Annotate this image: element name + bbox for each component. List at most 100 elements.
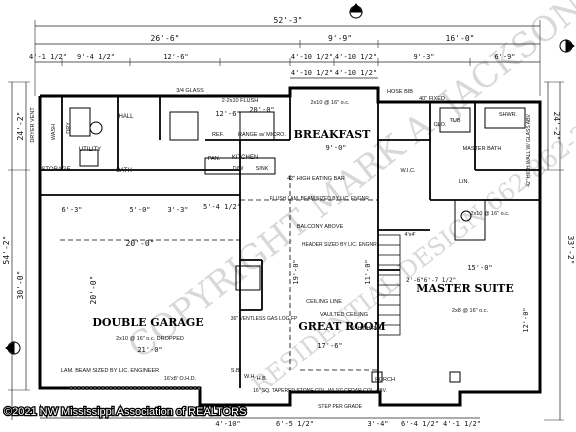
dim-interior: 15'-0" [467, 264, 492, 272]
dim-interior: 11'-0" [364, 259, 372, 284]
room-shower: SHWR. [499, 112, 518, 118]
dim-top-row3: 12'-6" [163, 53, 188, 61]
room-pan: PAN. [208, 156, 221, 162]
dimension-lines [8, 20, 564, 421]
room-ref: REF. [212, 132, 224, 138]
room-utility: UTILITY [79, 147, 101, 153]
room-wash: WASH [51, 124, 57, 140]
room-porch: PORCH [375, 377, 395, 383]
note: STEP PER GRADE [318, 404, 362, 410]
dim-right-overall: 33'-2" [566, 236, 575, 265]
dim-top-row4: 4'-10 1/2" [335, 69, 377, 77]
note: H.B. [257, 376, 268, 382]
room-range: RANGE w/ MICRO. [238, 132, 286, 138]
note: 3/4 GLASS [176, 88, 204, 94]
note: FLUSH LAM. BEAM SIZED BY LIC. ENGNR. [270, 196, 371, 202]
room-storage: STORAGE [41, 167, 70, 173]
dim-top-row3: 4'-10 1/2" [291, 53, 333, 61]
note: S.B. [231, 368, 242, 374]
note: VAULTED CEILING [320, 312, 368, 318]
room-dw: D/W [233, 166, 245, 172]
room-great-room: GREAT ROOM [298, 320, 385, 333]
note: 2x10 @ 16" o.c. [310, 100, 350, 106]
dim-top-row3: 4'-1 1/2" [29, 53, 67, 61]
room-dry: DRY [66, 122, 72, 134]
note: 42" HIGH EATING BAR [287, 176, 345, 182]
dim-interior: 17'-6" [317, 342, 342, 350]
room-great-room-label: GREAT ROOM [298, 320, 385, 333]
room-tub: TUB [450, 118, 461, 124]
dim-left-overall: 54'-2" [2, 236, 11, 265]
dim-interior: 12'-6" [215, 110, 240, 118]
section-marker-right [559, 39, 575, 53]
dim-bottom: 6'-4 1/2" [401, 420, 439, 428]
top-dimensions: 52'-3" 26'-6" 9'-9" 16'-0" 4'-1 1/2" 9'-… [29, 16, 516, 77]
dim-bottom: 6'-5 1/2" [276, 420, 314, 428]
dim-interior: 20'-0" [126, 239, 155, 248]
dim-bottom: 3'-4" [367, 420, 388, 428]
dim-interior: 9'-0" [325, 144, 346, 152]
room-labels: BREAKFAST DOUBLE GARAGE GREAT ROOM MASTE… [30, 107, 518, 383]
note: 36" HIGH RAIL [349, 326, 383, 332]
dim-top-row4: 4'-10 1/2" [291, 69, 333, 77]
note: HEADER SIZED BY LIC. ENGNR. [302, 242, 378, 248]
section-marker-left [5, 341, 21, 355]
dim-top-row3: 6'-9" [494, 53, 515, 61]
walls [38, 86, 542, 407]
note: 40" FIXED [419, 96, 445, 102]
note: LAM. BEAM SIZED BY LIC. ENGINEER [61, 368, 159, 374]
note: CEILING LINE [306, 299, 342, 305]
dim-interior: 5'-4 1/2" [203, 203, 241, 211]
room-sink: SINK [256, 166, 269, 172]
section-marker-top [349, 3, 363, 19]
construction-notes: 2x10 @ 16" o.c. 2-2x10 FLUSH 42" HIGH EA… [61, 88, 532, 410]
note: 2x8 @ 16" o.c. [452, 308, 488, 314]
note: 42" HIGH WALL W/ GLASS ABV. [526, 113, 532, 186]
dim-top-overall: 52'-3" [274, 16, 303, 25]
bottom-dimensions: 4'-10" 6'-5 1/2" 3'-4" 6'-4 1/2" 4'-1 1/… [215, 420, 481, 428]
dim-top-mid: 9'-9" [328, 34, 352, 43]
room-hall: HALL [118, 114, 134, 120]
room-double-garage: DOUBLE GARAGE [92, 316, 203, 329]
room-bath: BATH [116, 168, 132, 174]
note: 4'x4' [405, 232, 416, 238]
dim-top-row3: 4'-10 1/2" [335, 53, 377, 61]
dim-right-upper: 24'-2" [552, 112, 561, 141]
dim-interior: 5'-0" [129, 206, 150, 214]
side-dimensions: 54'-2" 24'-2" 30'-0" 33'-2" 24'-2" [2, 112, 575, 300]
dim-interior: 2'-6" [406, 277, 424, 284]
section-markers [5, 3, 575, 355]
copyright-text: ©2021 NW Mississippi Association of REAL… [4, 406, 246, 418]
note: 2x10 @ 16" o.c. [470, 211, 510, 217]
room-breakfast: BREAKFAST [294, 128, 372, 141]
dim-interior: 20'-0" [89, 276, 98, 305]
room-wic: W.I.C. [401, 168, 416, 174]
note: W.H. [244, 374, 256, 380]
dim-bottom: 4'-10" [215, 420, 240, 428]
dim-left-upper: 24'-2" [16, 112, 25, 141]
dim-interior: 6'-3" [61, 206, 82, 214]
dim-interior: 20'-0" [249, 106, 274, 114]
note: 16'x8' O.H.D. [164, 376, 197, 382]
note: 2-2x10 FLUSH [222, 98, 258, 104]
room-dryer-vent: DRYER VENT [30, 107, 36, 143]
dim-bottom: 4'-1 1/2" [443, 420, 481, 428]
dim-interior: 21'-0" [137, 346, 162, 354]
dim-interior: 6'-7 1/2" [424, 277, 457, 284]
dim-interior: 12'-0" [522, 307, 530, 332]
note: 36" VENTLESS GAS LOG FP [231, 316, 298, 322]
room-clo: CLO. [434, 122, 447, 128]
dim-top-row3: 9'-3" [413, 53, 434, 61]
dim-left-lower: 30'-0" [16, 271, 25, 300]
room-kitchen: KITCHEN [232, 155, 258, 161]
dim-top-row3: 9'-4 1/2" [77, 53, 115, 61]
dim-interior: 3'-3" [167, 206, 188, 214]
note: 16" SQ. TAPERED STONE COL. W/ 10" CEDAR … [253, 388, 387, 394]
room-master-bath: MASTER BATH [463, 146, 502, 152]
note: HOSE BIB [387, 89, 413, 95]
room-master-suite: MASTER SUITE [416, 282, 513, 295]
dim-top-right: 16'-0" [446, 34, 475, 43]
note: BALCONY ABOVE [297, 224, 344, 230]
dim-top-left: 26'-6" [151, 34, 180, 43]
